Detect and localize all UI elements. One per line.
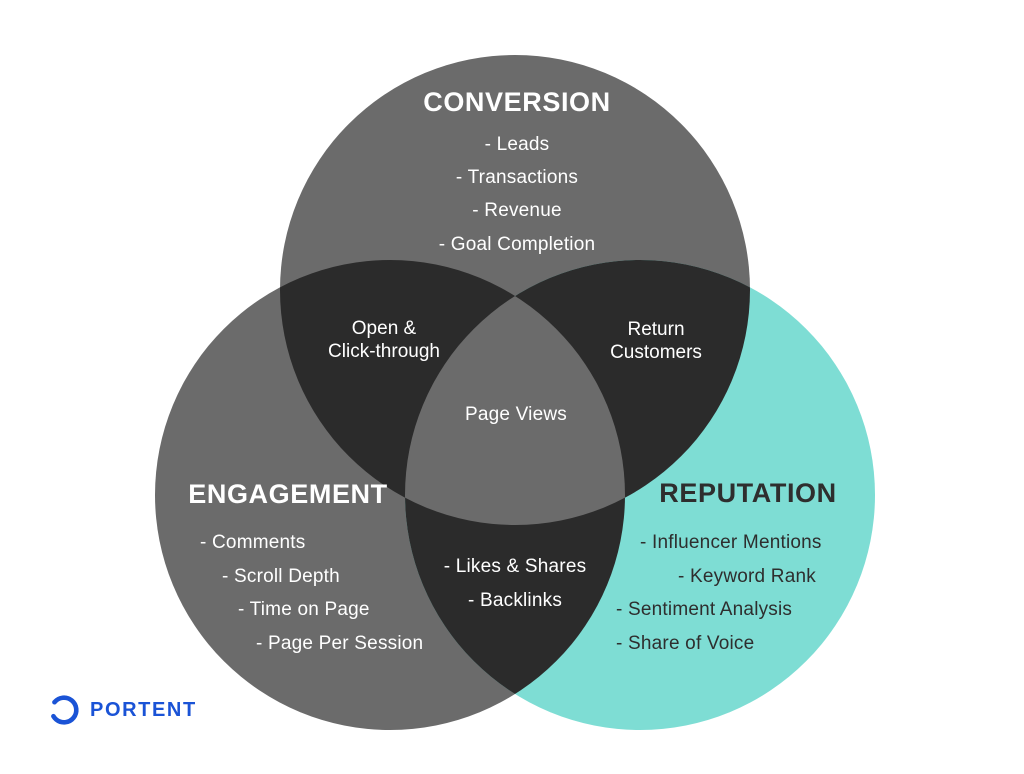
reputation-item: - Influencer Mentions [640, 532, 822, 553]
overlap-center-region [405, 260, 625, 525]
overlap-engagement-reputation-item: - Likes & Shares [443, 556, 587, 577]
reputation-title: REPUTATION [659, 478, 837, 508]
engagement-title: ENGAGEMENT [188, 479, 388, 509]
overlap-label-line: Open & [351, 318, 417, 339]
overlap-engagement-reputation-item: - Backlinks [467, 590, 563, 611]
conversion-item: - Transactions [455, 167, 579, 188]
overlap-center-label: Page Views [465, 404, 567, 425]
portent-logo-icon [49, 695, 79, 725]
engagement-item: - Page Per Session [256, 633, 424, 654]
overlap-label-line: Customers [610, 342, 702, 363]
conversion-item: - Leads [484, 134, 550, 155]
overlap-label-line: Return [627, 319, 685, 340]
engagement-item: - Time on Page [238, 599, 370, 620]
overlap-conversion-engagement-label: Open & Click-through [284, 317, 484, 363]
conversion-title: CONVERSION [423, 87, 611, 117]
conversion-item: - Revenue [472, 200, 562, 221]
engagement-item: - Comments [200, 532, 306, 553]
reputation-item: - Sentiment Analysis [616, 599, 793, 620]
engagement-item: - Scroll Depth [222, 566, 340, 587]
reputation-item: - Keyword Rank [678, 566, 816, 587]
conversion-item: - Goal Completion [438, 234, 596, 255]
overlap-label-line: Click-through [328, 341, 440, 362]
portent-logo-wordmark: PORTENT [90, 699, 197, 721]
reputation-item: - Share of Voice [616, 633, 755, 654]
portent-logo: PORTENT [47, 693, 197, 727]
overlap-conversion-reputation-label: Return Customers [556, 318, 756, 364]
